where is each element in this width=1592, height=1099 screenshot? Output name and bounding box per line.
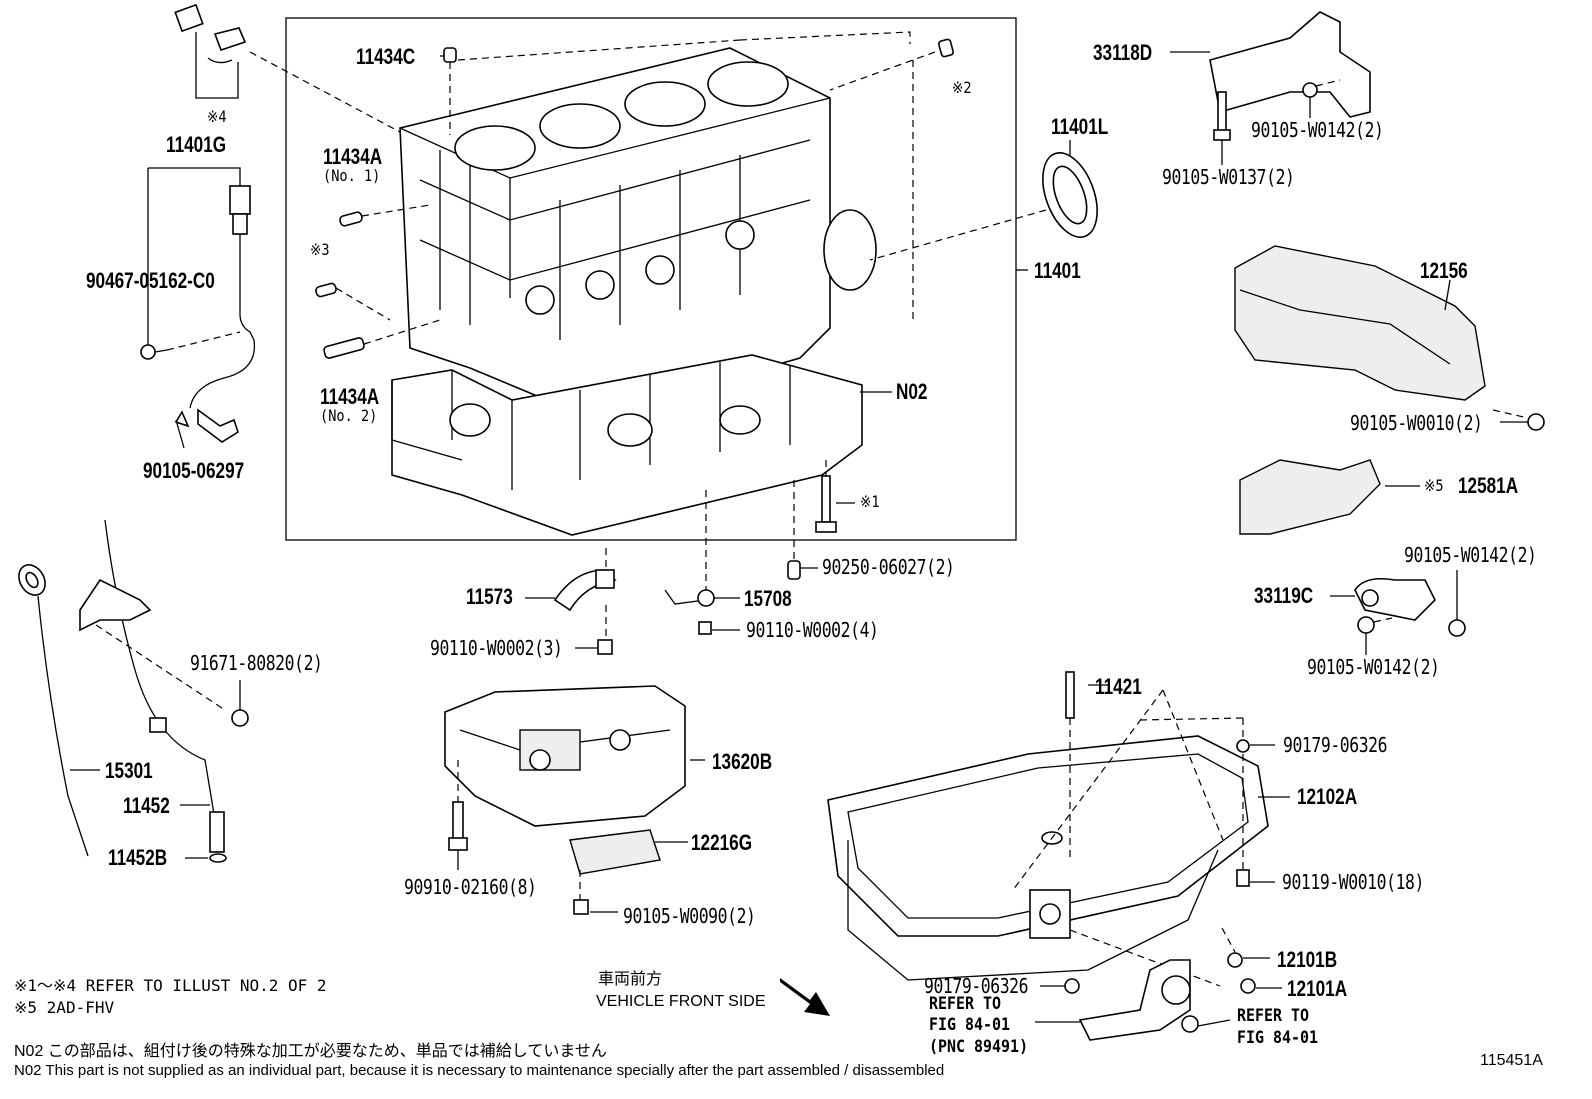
label-15708: 15708 xyxy=(744,586,792,611)
label-11401L: 11401L xyxy=(1051,114,1109,139)
label-12101B: 12101B xyxy=(1277,947,1338,972)
oil-jet-15708 xyxy=(664,589,706,605)
label-90179-06326-a: 90179-06326 xyxy=(1283,733,1388,757)
label-ast2: ※2 xyxy=(952,78,972,97)
label-12216G: 12216G xyxy=(691,830,753,855)
label-90110-W0002-3: 90110-W0002(3) xyxy=(430,636,563,660)
label-ast5: ※5 xyxy=(1424,476,1444,495)
label-ast1: ※1 xyxy=(860,492,880,511)
label-N02: N02 xyxy=(896,379,928,404)
label-ast3: ※3 xyxy=(310,240,330,259)
label-11401G: 11401G xyxy=(166,132,227,157)
label-90105-06297: 90105-06297 xyxy=(143,458,245,483)
label-33119C: 33119C xyxy=(1254,583,1314,608)
label-11573: 11573 xyxy=(466,584,513,609)
bracket-33119C xyxy=(1354,577,1436,621)
label-11452B: 11452B xyxy=(108,845,168,870)
label-90467-05162-C0: 90467-05162-C0 xyxy=(86,268,215,293)
label-11421: 11421 xyxy=(1095,674,1142,699)
sensor-top-left xyxy=(174,3,247,99)
note-line-2: ※5 2AD-FHV xyxy=(14,998,115,1017)
dipstick-drawing xyxy=(18,564,100,857)
label-90105-W0142-b: 90105-W0142(2) xyxy=(1404,543,1537,567)
label-12102A: 12102A xyxy=(1297,784,1358,809)
label-11434A-no2: 11434A xyxy=(320,384,380,409)
oil-strainer-drawing xyxy=(1078,959,1191,1041)
label-15301: 15301 xyxy=(105,758,153,783)
label-90105-W0010: 90105-W0010(2) xyxy=(1350,411,1483,435)
oil-pump-13620B-drawing xyxy=(444,685,705,827)
n02-note-en: N02 This part is not supplied as an indi… xyxy=(14,1062,945,1079)
label-90105-W0137: 90105-W0137(2) xyxy=(1162,165,1295,189)
label-91671-80820: 91671-80820(2) xyxy=(190,651,323,675)
label-11452: 11452 xyxy=(123,793,170,818)
cover-12156 xyxy=(1234,245,1486,401)
label-33118D: 33118D xyxy=(1093,40,1153,65)
label-90250-06027: 90250-06027(2) xyxy=(822,555,955,579)
label-90179-06326-b: 90179-06326 xyxy=(924,974,1029,998)
label-90105-W0142-c: 90105-W0142(2) xyxy=(1307,655,1440,679)
label-11434A-no2-sub: (No. 2) xyxy=(320,406,378,425)
note-line-1: ※1～※4 REFER TO ILLUST NO.2 OF 2 xyxy=(14,976,327,995)
label-12101A: 12101A xyxy=(1287,976,1348,1001)
label-pnc-89491: (PNC 89491) xyxy=(929,1037,1029,1057)
label-90119-W0010: 90119-W0010(18) xyxy=(1282,870,1424,894)
label-12581A: 12581A xyxy=(1458,473,1519,498)
label-11434C: 11434C xyxy=(356,44,416,69)
label-13620B: 13620B xyxy=(712,749,773,774)
cylinder-block-frame xyxy=(285,17,1017,541)
label-fig-84-01-2: FIG 84-01 xyxy=(1237,1028,1319,1048)
lower-crankcase-drawing xyxy=(391,354,863,536)
vehicle-front-arrow xyxy=(780,978,830,1016)
label-ast4: ※4 xyxy=(207,107,227,126)
label-refer-to-2: REFER TO xyxy=(1237,1006,1310,1026)
label-90105-W0142-a: 90105-W0142(2) xyxy=(1251,118,1384,142)
label-12156: 12156 xyxy=(1420,258,1468,283)
label-11434A-no1-sub: (No. 1) xyxy=(323,166,381,185)
cylinder-block-drawing xyxy=(399,47,877,419)
label-refer-to-1: REFER TO xyxy=(929,994,1002,1014)
illustration-number: 115451A xyxy=(1480,1052,1543,1069)
label-90910-02160: 90910-02160(8) xyxy=(404,875,537,899)
dipstick-guide-drawing xyxy=(79,519,249,863)
label-90110-W0002-4: 90110-W0002(4) xyxy=(746,618,879,642)
insulator-12581A xyxy=(1239,459,1381,535)
plate-12216G xyxy=(569,829,661,875)
label-fig-84-01-1: FIG 84-01 xyxy=(929,1015,1011,1035)
label-90105-W0090: 90105-W0090(2) xyxy=(623,904,756,928)
label-11434A-no1: 11434A xyxy=(323,144,383,169)
vehicle-front-jp: 車両前方 xyxy=(598,971,663,988)
label-11401: 11401 xyxy=(1034,258,1081,283)
vehicle-front-en: VEHICLE FRONT SIDE xyxy=(596,993,766,1010)
oil-pan-drawing xyxy=(827,735,1269,981)
bracket-33118D xyxy=(1209,11,1371,118)
n02-note-jp: N02 この部品は、組付け後の特殊な加工が必要なため、単品では補給していません xyxy=(14,1043,607,1060)
sensor-11401G xyxy=(140,167,256,449)
